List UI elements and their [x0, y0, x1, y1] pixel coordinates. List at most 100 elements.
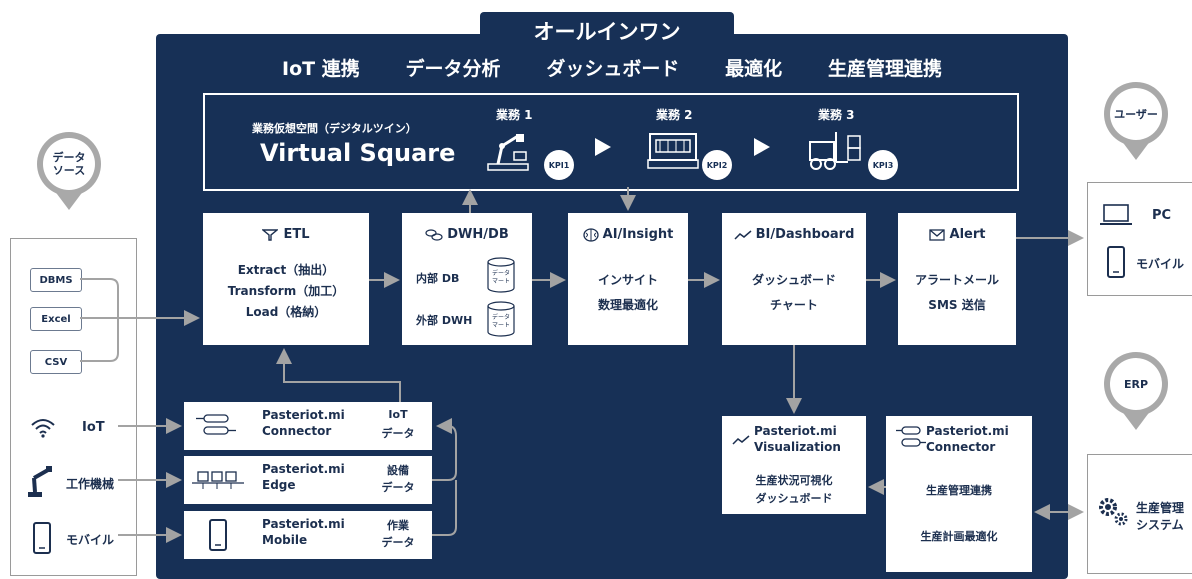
kpi-3-badge: KPI3: [868, 150, 898, 180]
machine-tool-label: 工作機械: [66, 477, 115, 491]
connector-name-1: Pasteriot.mi: [262, 408, 345, 422]
visualization-name-1: Pasteriot.mi: [754, 424, 837, 438]
task-1-label: 業務 1: [496, 108, 533, 122]
user-pin-label: ユーザー: [1110, 88, 1162, 140]
ai-title-row: AI/Insight: [568, 227, 688, 242]
mail-icon: [928, 228, 945, 241]
etl-line-2: Transform（加工）: [227, 284, 345, 298]
erp-pin: ERP: [1104, 352, 1168, 416]
pasteriot-mobile-card: Pasteriot.mi Mobile 作業 データ: [184, 511, 432, 559]
kpi-1-badge: KPI1: [544, 150, 574, 180]
csv-tag: CSV: [30, 350, 82, 374]
connector-erp-name-2: Connector: [926, 440, 996, 454]
alert-title-row: Alert: [898, 227, 1016, 242]
user-mobile-label: モバイル: [1136, 257, 1185, 271]
industrial-robot-icon: [28, 466, 52, 497]
connector-erp-card: Pasteriot.mi Connector 生産管理連携 生産計画最適化: [886, 416, 1032, 572]
visualization-line-2: ダッシュボード: [755, 492, 833, 505]
bi-dashboard-module: BI/Dashboard ダッシュボード チャート: [722, 213, 866, 345]
feature-production: 生産管理連携: [827, 58, 942, 80]
smartphone-icon: [209, 519, 227, 551]
edge-name-2: Edge: [262, 478, 296, 492]
etl-module: ETL Extract（抽出） Transform（加工） Load（格納）: [203, 213, 369, 345]
svg-text:データ: データ: [492, 269, 510, 277]
pc-label: PC: [1152, 208, 1172, 223]
bi-title: BI/Dashboard: [755, 227, 855, 242]
mobile-data-1: 作業: [387, 519, 409, 532]
dwh-title-row: DWH/DB: [402, 227, 532, 242]
svg-text:マート: マート: [492, 322, 510, 329]
connector-data-2: データ: [381, 427, 415, 440]
forklift-icon: [809, 132, 861, 170]
erp-system-box: [1087, 454, 1192, 574]
virtual-square-frame: [203, 93, 1019, 191]
panel-tab-title: オールインワン: [533, 20, 681, 44]
connector-name-2: Connector: [262, 424, 332, 438]
user-pin: ユーザー: [1104, 82, 1168, 146]
alert-line-1: アラートメール: [914, 273, 999, 287]
edge-data-2: データ: [381, 481, 415, 494]
bi-line-2: チャート: [770, 298, 818, 312]
mobile-label: モバイル: [66, 533, 115, 547]
mobile-name-2: Mobile: [262, 533, 308, 547]
dwh-module: DWH/DB 内部 DB データ マート 外部 DWH データ マート: [402, 213, 532, 345]
feature-dashboard: ダッシュボード: [546, 58, 680, 80]
user-label: ユーザー: [1114, 107, 1158, 121]
dwh-internal-label: 内部 DB: [416, 272, 460, 285]
etl-line-1: Extract（抽出）: [237, 263, 335, 277]
robot-arm-icon: [487, 134, 529, 171]
ai-insight-module: AI/Insight インサイト 数理最適化: [568, 213, 688, 345]
pasteriot-connector-card: Pasteriot.mi Connector IoT データ: [184, 402, 432, 450]
data-source-pin: データ ソース: [37, 132, 101, 196]
pasteriot-edge-card: Pasteriot.mi Edge 設備 データ: [184, 456, 432, 504]
erp-system-label: 生産管理 システム: [1136, 501, 1185, 532]
virtual-square-subtitle: 業務仮想空間（デジタルツイン）: [252, 122, 417, 135]
machine-icon: [647, 133, 699, 169]
line-chart-icon: [732, 435, 750, 445]
dwh-title: DWH/DB: [447, 227, 509, 242]
connector-erp-line-1: 生産管理連携: [926, 484, 992, 497]
data-source-pin-label: データ ソース: [43, 138, 95, 190]
etl-title-row: ETL: [203, 227, 369, 242]
svg-text:データ: データ: [492, 313, 510, 321]
bi-line-1: ダッシュボード: [751, 273, 836, 287]
visualization-name-2: Visualization: [754, 440, 841, 454]
task-3-label: 業務 3: [818, 108, 855, 122]
dwh-external-label: 外部 DWH: [416, 314, 473, 327]
smartphone-icon: [1107, 246, 1125, 278]
gears-icon: [1099, 498, 1128, 526]
database-stack-icon: [425, 228, 443, 241]
etl-title: ETL: [283, 227, 310, 242]
svg-text:マート: マート: [492, 278, 510, 285]
feature-iot: IoT 連携: [282, 58, 360, 80]
connector-icon: [196, 414, 236, 435]
user-pin-tip: [1121, 140, 1151, 160]
excel-tag: Excel: [30, 307, 82, 331]
brain-icon: [582, 227, 599, 242]
virtual-square-title: Virtual Square: [260, 139, 456, 167]
data-source-label: データ ソース: [52, 151, 86, 177]
bi-title-row: BI/Dashboard: [722, 227, 866, 242]
connector-erp-line-2: 生産計画最適化: [920, 530, 998, 543]
visualization-line-1: 生産状況可視化: [755, 474, 833, 487]
user-device-box: [1087, 182, 1192, 296]
smartphone-icon: [33, 522, 51, 554]
etl-line-3: Load（格納）: [245, 305, 327, 319]
connector-erp-name-1: Pasteriot.mi: [926, 424, 1009, 438]
ai-title: AI/Insight: [602, 227, 674, 242]
iot-label: IoT: [82, 420, 105, 435]
flow-arrow-1-icon: [595, 138, 611, 156]
laptop-icon: [1100, 204, 1132, 225]
visualization-card: Pasteriot.mi Visualization 生産状況可視化 ダッシュボ…: [722, 416, 866, 514]
line-chart-icon: [734, 229, 752, 240]
erp-label: ERP: [1123, 377, 1149, 391]
erp-pin-label: ERP: [1110, 358, 1162, 410]
data-mart-cylinder-1-icon: データ マート: [487, 257, 515, 293]
wifi-icon: [31, 419, 55, 438]
flow-arrow-2-icon: [754, 138, 770, 156]
dbms-tag: DBMS: [30, 268, 82, 292]
feature-optimization: 最適化: [725, 58, 783, 80]
edge-name-1: Pasteriot.mi: [262, 462, 345, 476]
edge-data-1: 設備: [387, 464, 409, 477]
ai-line-2: 数理最適化: [597, 298, 658, 312]
